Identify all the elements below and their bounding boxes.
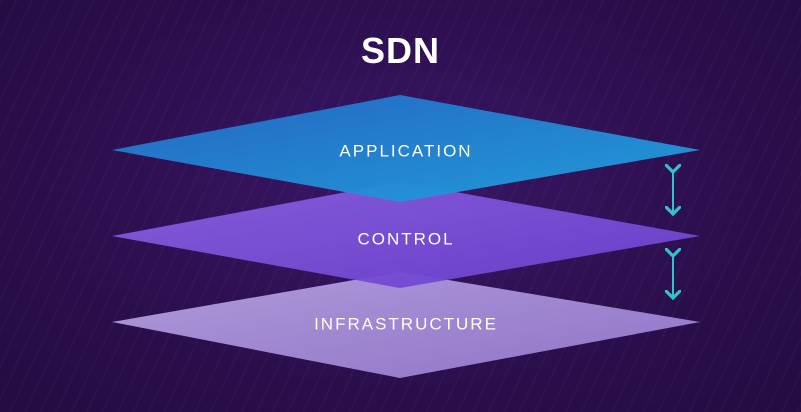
control-plane bbox=[112, 182, 700, 288]
control-label: CONTROL bbox=[357, 229, 454, 248]
layer-application: APPLICATION bbox=[112, 95, 700, 202]
layer-infrastructure: INFRASTRUCTURE bbox=[112, 272, 700, 378]
infrastructure-plane bbox=[112, 272, 700, 378]
diagram-title: SDN bbox=[360, 30, 440, 71]
application-label: APPLICATION bbox=[339, 141, 472, 160]
infrastructure-label: INFRASTRUCTURE bbox=[314, 314, 498, 333]
application-plane bbox=[112, 95, 700, 202]
layer-control: CONTROL bbox=[112, 182, 700, 288]
